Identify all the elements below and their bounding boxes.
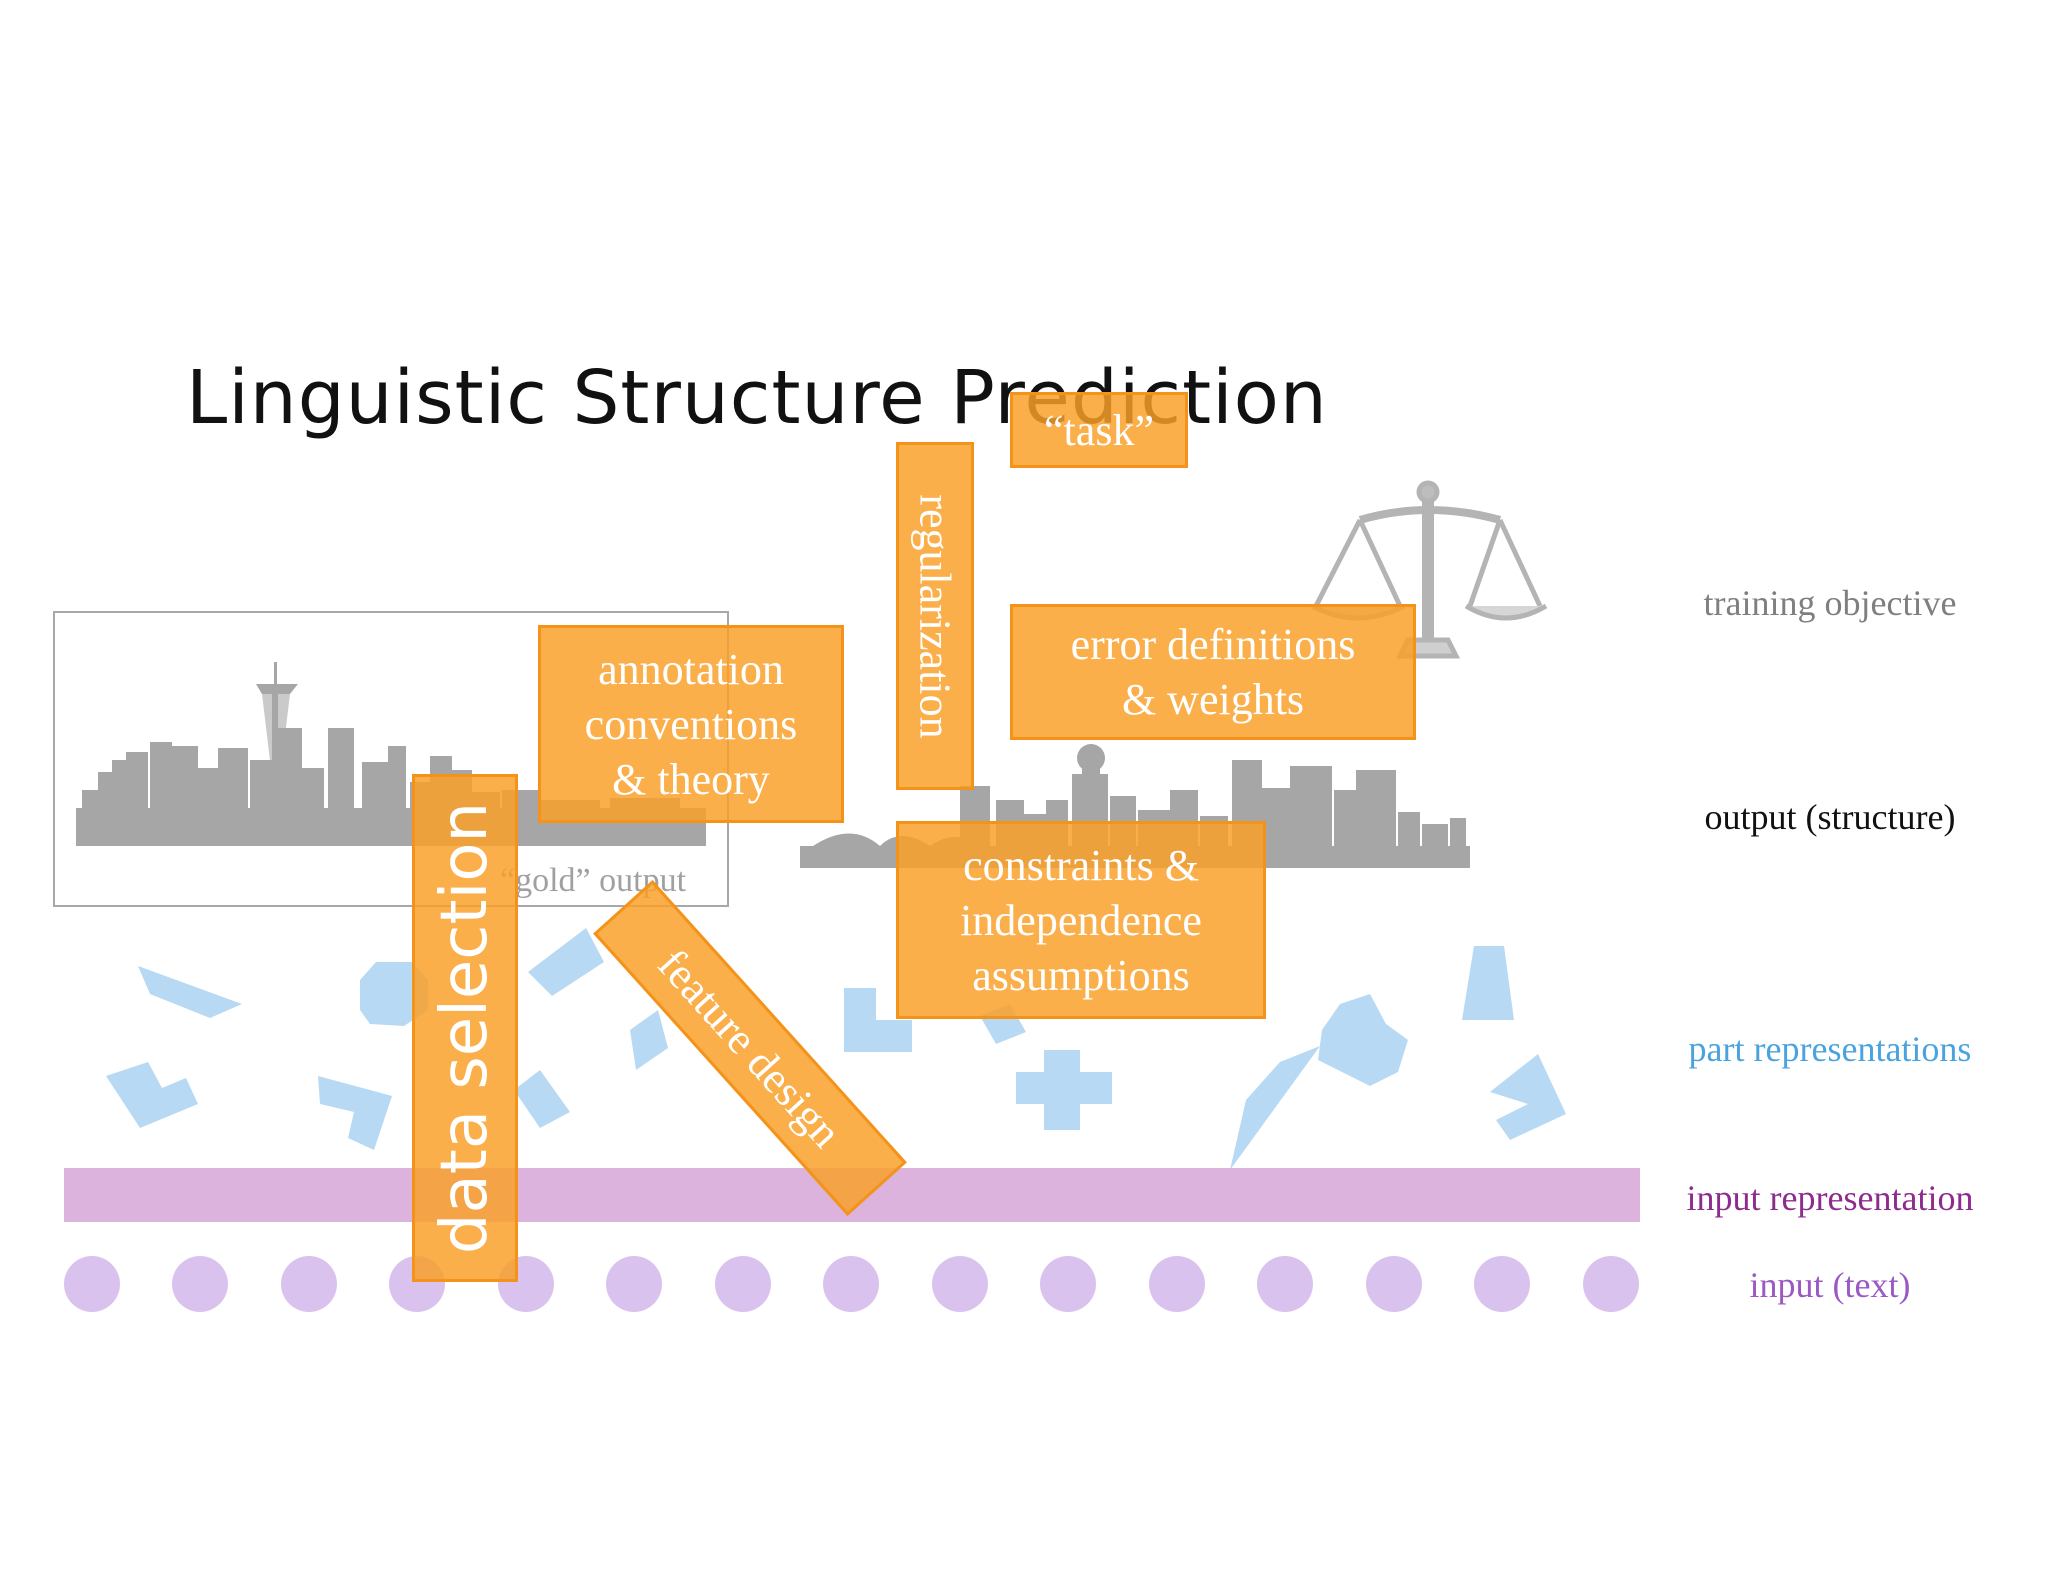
- overlay-line: & theory: [612, 754, 770, 804]
- label-part-representations: part representations: [1688, 1029, 1972, 1069]
- label-input-text: input (text): [1749, 1265, 1911, 1305]
- overlay-regularization: regularization: [896, 442, 974, 790]
- overlay-line: annotation: [598, 644, 784, 694]
- label-training-objective: training objective: [1703, 583, 1957, 623]
- overlay-data-selection-label: data selection: [428, 801, 502, 1255]
- overlay-line: conventions: [584, 699, 798, 749]
- overlay-line: constraints &: [963, 840, 1199, 890]
- overlay-data-selection: data selection: [412, 774, 518, 1282]
- overlay-constraints-independence: constraints & independence assumptions: [896, 821, 1266, 1019]
- overlay-line: & weights: [1121, 675, 1305, 724]
- label-input-representation: input representation: [1686, 1178, 1974, 1218]
- input-token-dots: [64, 1256, 1639, 1312]
- label-output-structure: output (structure): [1704, 797, 1956, 837]
- overlay-line: independence: [960, 895, 1202, 945]
- overlay-line: error definitions: [1070, 620, 1356, 669]
- overlay-line: assumptions: [972, 950, 1190, 1000]
- overlay-regularization-label: regularization: [910, 493, 960, 739]
- overlay-error-definitions: error definitions & weights: [1010, 604, 1416, 740]
- overlay-annotation-conventions: annotation conventions & theory: [538, 625, 844, 823]
- part-shapes: [106, 928, 1566, 1170]
- overlay-task: “task”: [1010, 392, 1188, 468]
